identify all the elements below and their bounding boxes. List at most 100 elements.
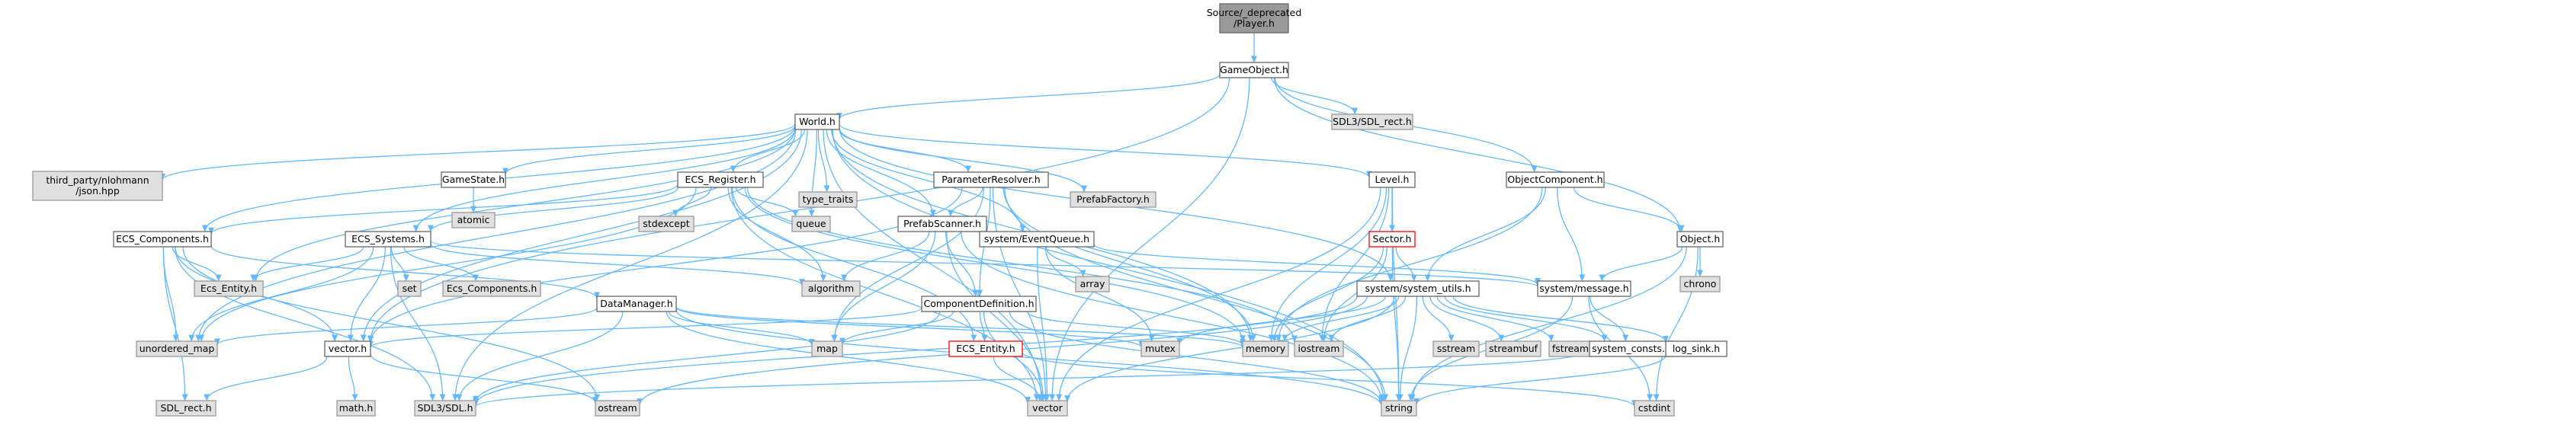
node-label: unordered_map (140, 343, 215, 354)
edge-paramres-to-prefabscanner (948, 187, 983, 217)
edge-eventqueue-to-vector (1036, 246, 1051, 401)
node-mutex: mutex (1140, 340, 1180, 357)
node-message[interactable]: system/message.h (1537, 280, 1631, 297)
node-label: Ecs_Components.h (447, 283, 537, 294)
edge-sector-to-string (1391, 246, 1402, 401)
node-box (1634, 400, 1675, 417)
node-label: stdexcept (643, 218, 689, 229)
node-objcomp[interactable]: ObjectComponent.h (1506, 171, 1605, 188)
edge-ecssys-to-set (390, 246, 409, 282)
edge-object-to-message (1599, 246, 1683, 282)
node-label: ComponentDefinition.h (924, 298, 1035, 309)
node-box (441, 171, 506, 188)
node-ecsentity2[interactable]: ECS_Entity.h (948, 340, 1023, 357)
node-sector[interactable]: Sector.h (1368, 231, 1416, 248)
node-world[interactable]: World.h (794, 113, 840, 130)
node-box (1356, 280, 1480, 297)
node-box (1331, 113, 1413, 130)
node-label: PrefabFactory.h (1076, 193, 1150, 205)
node-box (1368, 171, 1416, 188)
node-player[interactable]: Source/_deprecated/Player.h (1207, 3, 1302, 34)
node-object[interactable]: Object.h (1676, 231, 1724, 248)
node-stdexcept: stdexcept (638, 216, 695, 232)
node-box (794, 113, 840, 130)
node-label: World.h (799, 116, 836, 127)
node-label: map (816, 343, 838, 354)
node-label: streambuf (1489, 343, 1538, 354)
edge-world-to-ecssys (412, 127, 796, 232)
edge-ecsreg-to-memory (744, 187, 1246, 343)
edge-eventqueue-to-message (1093, 244, 1541, 286)
node-gamestate[interactable]: GameState.h (441, 171, 506, 188)
node-box (1027, 400, 1068, 417)
node-map: map (811, 340, 843, 357)
node-box (194, 280, 264, 297)
node-ecssys[interactable]: ECS_Systems.h (345, 231, 431, 248)
node-sdl3sdl: SDL3/SDL.h (414, 400, 476, 417)
node-cstdint: cstdint (1634, 400, 1675, 417)
node-box (32, 171, 163, 201)
node-label: memory (1246, 343, 1286, 354)
node-sdlrect: SDL_rect.h (156, 400, 217, 417)
node-box (1432, 340, 1480, 357)
node-mathh: math.h (336, 400, 376, 417)
edge-ecscomp-to-sdl3sdl (175, 246, 436, 401)
node-datamgr[interactable]: DataManager.h (596, 296, 677, 312)
edge-vectorh-to-ostream (370, 353, 598, 404)
edge-paramres-to-string (1004, 187, 1389, 401)
edge-datamgr-to-map (668, 311, 815, 346)
edge-eventqueue-to-array (1045, 246, 1086, 277)
node-sysconsts[interactable]: system_consts.h (1589, 340, 1674, 357)
node-typetraits: type_traits (798, 191, 858, 208)
node-compdef[interactable]: ComponentDefinition.h (921, 296, 1037, 312)
node-ecscomp[interactable]: ECS_Components.h (113, 231, 212, 248)
node-sysutils[interactable]: system/system_utils.h (1356, 280, 1480, 297)
edge-logsink-to-string (1413, 354, 1667, 405)
node-prefabscanner[interactable]: PrefabScanner.h (897, 216, 987, 232)
node-box (136, 340, 218, 357)
node-logsink[interactable]: log_sink.h (1665, 340, 1727, 357)
node-ecsreg[interactable]: ECS_Register.h (677, 171, 764, 188)
node-box (948, 340, 1023, 357)
edge-gameobject-to-vectorh (367, 77, 1230, 343)
node-label: SDL_rect.h (161, 402, 212, 414)
node-label: system/message.h (1539, 283, 1628, 294)
edge-objcomp-to-object (1573, 187, 1685, 232)
edge-ecssys-to-algorithm (430, 243, 805, 286)
node-box (1665, 340, 1727, 357)
node-ostream: ostream (595, 400, 640, 417)
node-box (1381, 400, 1417, 417)
node-label: array (1080, 278, 1105, 289)
node-box (897, 216, 987, 232)
edge-sysutils-to-streambuf (1429, 296, 1505, 342)
node-box (1485, 340, 1541, 357)
node-box (345, 231, 431, 248)
edge-world-to-ecsreg (730, 129, 805, 173)
node-eventqueue[interactable]: system/EventQueue.h (979, 231, 1095, 248)
node-ecsentity1: Ecs_Entity.h (194, 280, 264, 297)
edge-ecssys-to-sdl3sdl (390, 246, 446, 401)
edge-objcomp-to-message (1557, 187, 1586, 282)
node-queue: queue (791, 216, 831, 232)
node-box (1679, 276, 1721, 292)
node-box (596, 296, 677, 312)
edge-sysutils-to-sstream (1422, 296, 1455, 342)
node-box (811, 340, 843, 357)
node-level[interactable]: Level.h (1368, 171, 1416, 188)
edge-level-to-memory (1268, 187, 1387, 342)
node-vectorh[interactable]: vector.h (324, 340, 371, 357)
node-paramres[interactable]: ParameterResolver.h (933, 171, 1049, 188)
node-box (921, 296, 1037, 312)
edge-level-to-iostream (1319, 187, 1390, 342)
edge-sysutils-to-fstream (1436, 296, 1554, 342)
edge-ecscomp-to-unorderedmap (162, 246, 179, 342)
node-label: GameObject.h (1220, 64, 1288, 75)
edge-ecsreg-to-ecscomp (208, 184, 678, 235)
node-box (1676, 231, 1724, 248)
node-gameobject[interactable]: GameObject.h (1219, 62, 1289, 78)
edge-vectorh-to-sdlrect (204, 356, 328, 401)
node-set: set (397, 280, 422, 297)
node-label: system_consts.h (1592, 343, 1671, 354)
node-json: third_party/nlohmann/json.hpp (32, 171, 163, 201)
edge-sysconsts-to-sdl3sdl (473, 350, 1590, 407)
